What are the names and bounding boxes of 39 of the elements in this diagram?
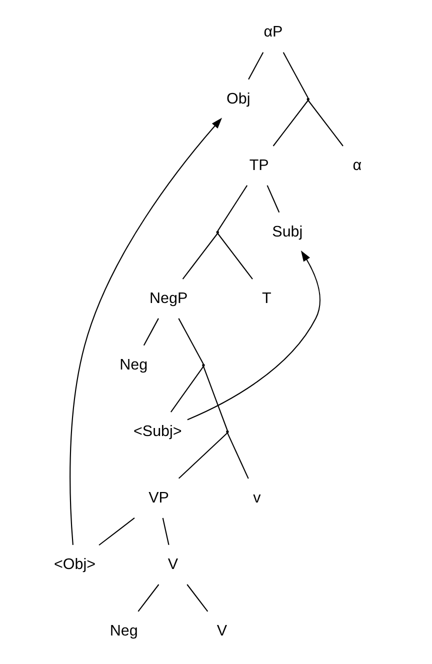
node-point bbox=[216, 230, 219, 234]
node-text: V bbox=[168, 556, 178, 573]
node-text: V bbox=[216, 622, 228, 640]
connector bbox=[203, 366, 228, 431]
node-text: <Obj> bbox=[54, 556, 96, 573]
node-text: <Subj> bbox=[133, 422, 182, 440]
node-text: T bbox=[262, 290, 272, 307]
connector bbox=[170, 366, 204, 412]
connector bbox=[182, 233, 218, 280]
connector bbox=[178, 318, 204, 364]
node-text: v bbox=[253, 489, 261, 506]
connector bbox=[272, 100, 308, 146]
connector bbox=[143, 318, 159, 346]
node-text: Neg bbox=[120, 356, 148, 374]
node-text: αP bbox=[264, 24, 283, 41]
connector bbox=[282, 52, 309, 98]
connector bbox=[186, 584, 208, 612]
node-point bbox=[306, 98, 310, 101]
node-text: Obj bbox=[226, 90, 250, 108]
node-point bbox=[226, 430, 229, 434]
node-text: TP bbox=[249, 156, 269, 174]
connector bbox=[217, 185, 248, 232]
connector bbox=[178, 432, 228, 479]
connector bbox=[308, 100, 344, 146]
connector bbox=[227, 432, 249, 479]
node-text: Neg bbox=[110, 622, 138, 640]
node-text: Subj bbox=[272, 223, 303, 240]
connector bbox=[162, 518, 170, 546]
node-text: α bbox=[352, 156, 362, 174]
node-text: NegP bbox=[149, 290, 188, 307]
arrow bbox=[187, 250, 320, 420]
connector bbox=[266, 185, 280, 213]
connector bbox=[138, 584, 160, 612]
node-text: VP bbox=[148, 489, 169, 506]
node-point bbox=[202, 364, 205, 367]
connector bbox=[217, 233, 253, 280]
arrow bbox=[70, 118, 222, 545]
connector bbox=[98, 518, 135, 546]
connector bbox=[248, 52, 264, 80]
